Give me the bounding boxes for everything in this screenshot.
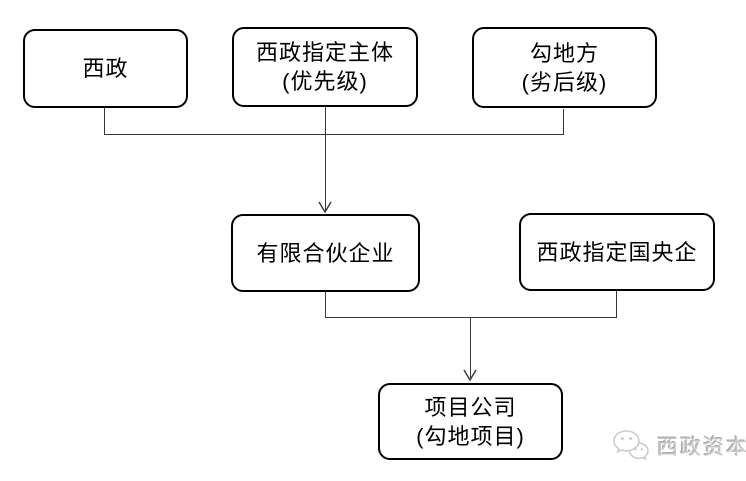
- node-sublabel: (优先级): [282, 69, 368, 94]
- node-sublabel: (勾地项目): [416, 423, 525, 449]
- node-sublabel: (劣后级): [521, 69, 608, 95]
- wechat-bubbles-icon: [613, 430, 649, 461]
- node-label: 项目公司: [424, 394, 517, 420]
- connector-xizheng-down: [104, 108, 105, 135]
- node-project-company: 项目公司 (勾地项目): [378, 383, 563, 460]
- node-label: 有限合伙企业: [256, 240, 395, 266]
- node-label: 西政指定主体: [255, 40, 394, 65]
- watermark-text: 西政资本: [657, 436, 746, 459]
- connector-row2-horizontal: [325, 317, 617, 318]
- node-limited-partnership: 有限合伙企业: [231, 214, 420, 292]
- connector-arrow2-shaft: [470, 317, 471, 378]
- connector-row1-horizontal: [104, 134, 564, 135]
- connector-partnership-down: [325, 292, 326, 318]
- node-designated-entity: 西政指定主体 (优先级): [232, 27, 418, 107]
- node-xizheng: 西政: [23, 29, 188, 108]
- arrowhead-down-icon: [463, 369, 477, 381]
- node-label: 西政指定国央企: [536, 239, 698, 265]
- connector-soe-down: [616, 291, 617, 318]
- connector-landparty-down: [563, 109, 564, 135]
- node-label: 勾地方: [529, 40, 599, 66]
- node-label: 西政: [82, 56, 129, 81]
- node-land-acquirer: 勾地方 (劣后级): [472, 27, 657, 108]
- connector-arrow1-shaft: [325, 107, 326, 211]
- node-designated-soe: 西政指定国央企: [519, 213, 715, 291]
- watermark: 西政资本: [612, 429, 746, 463]
- arrowhead-down-icon: [318, 201, 332, 213]
